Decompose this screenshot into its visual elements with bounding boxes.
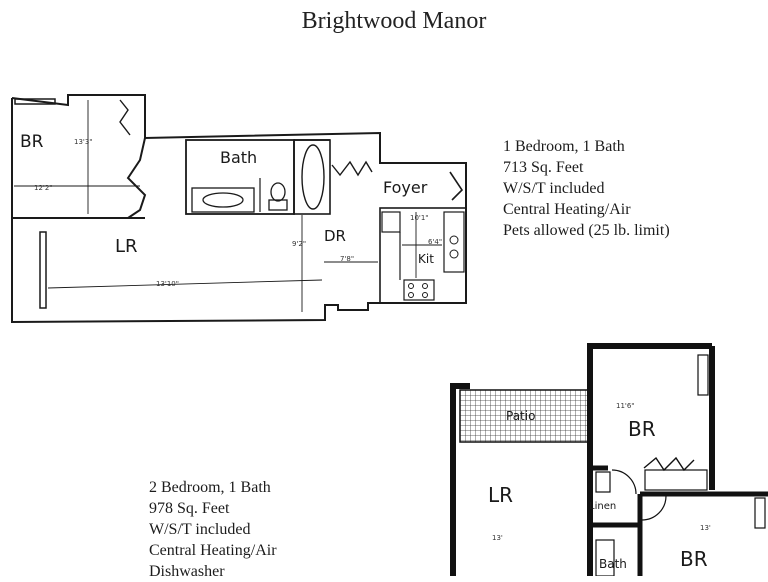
document-title: Brightwood Manor <box>301 8 487 34</box>
dimension-label: 11'6" <box>616 402 635 410</box>
room-label-bath: Bath <box>599 557 627 571</box>
fridge <box>381 211 401 233</box>
burner <box>408 292 414 298</box>
kitchen-area <box>379 207 467 304</box>
door-swing <box>641 495 667 521</box>
window <box>39 231 47 309</box>
dimension-label: 12'2" <box>34 184 53 192</box>
spec-line: 1 Bedroom, 1 Bath <box>503 138 625 155</box>
spec-line: 2 Bedroom, 1 Bath <box>149 479 271 496</box>
room-label-foyer: Foyer <box>383 178 428 197</box>
room-label-lr: LR <box>115 236 138 257</box>
one-bedroom-floor-plan <box>11 94 467 324</box>
burner <box>422 283 428 289</box>
exterior-wall <box>450 383 470 576</box>
closet-wall <box>119 99 131 136</box>
closet <box>644 469 708 491</box>
dimension-label: 10'1" <box>410 214 429 222</box>
dimension-label: 13'10" <box>156 280 179 288</box>
interior-wall <box>126 137 147 219</box>
room-label-br: BR <box>20 132 44 152</box>
toilet-tank <box>268 199 288 211</box>
room-label-dr: DR <box>324 227 346 245</box>
dimension-label: 13' <box>700 524 711 532</box>
room-label-linen: Linen <box>589 501 616 512</box>
dimension-label: 6'4" <box>428 238 442 246</box>
spec-line: 978 Sq. Feet <box>149 500 230 517</box>
spec-line: W/S/T included <box>503 180 605 197</box>
room-label-br: BR <box>628 417 656 441</box>
exterior-wall <box>587 343 712 576</box>
door-swing <box>611 469 637 495</box>
dimension-line <box>47 279 323 289</box>
spec-line: Pets allowed (25 lb. limit) <box>503 222 670 239</box>
sink <box>202 192 244 208</box>
interior-wall <box>449 171 464 201</box>
tub-alcove <box>293 139 331 215</box>
burner <box>422 292 428 298</box>
spec-line: W/S/T included <box>149 521 251 538</box>
room-label-bath: Bath <box>220 148 257 167</box>
room-label-patio: Patio <box>506 409 535 423</box>
room-label-br: BR <box>680 547 708 571</box>
tub <box>595 539 615 576</box>
toilet <box>270 182 286 202</box>
linen-closet <box>595 471 611 493</box>
counter <box>443 211 465 273</box>
window <box>14 98 56 105</box>
dimension-label: 7'8" <box>340 255 354 263</box>
closet-door <box>643 456 695 472</box>
window <box>754 497 766 529</box>
spec-line: Central Heating/Air <box>149 542 277 559</box>
burner <box>408 283 414 289</box>
one-bedroom-specs: 1 Bedroom, 1 Bath 713 Sq. Feet W/S/T inc… <box>503 136 670 241</box>
dimension-label: 9'2" <box>292 240 306 248</box>
burner <box>449 249 459 259</box>
sink-counter <box>191 187 255 213</box>
spec-line: Central Heating/Air <box>503 201 631 218</box>
dimension-label: 13'3" <box>74 138 93 146</box>
window <box>697 354 709 396</box>
dimension-label: 13' <box>492 534 503 542</box>
burner <box>449 235 459 245</box>
closet-door <box>331 160 373 177</box>
room-label-kit: Kit <box>418 252 434 266</box>
two-bedroom-floor-plan <box>450 343 768 576</box>
spec-line: 713 Sq. Feet <box>503 159 584 176</box>
tub <box>301 144 325 210</box>
two-bedroom-specs: 2 Bedroom, 1 Bath 978 Sq. Feet W/S/T inc… <box>149 477 277 582</box>
room-label-lr: LR <box>488 483 513 507</box>
stove <box>403 279 435 301</box>
